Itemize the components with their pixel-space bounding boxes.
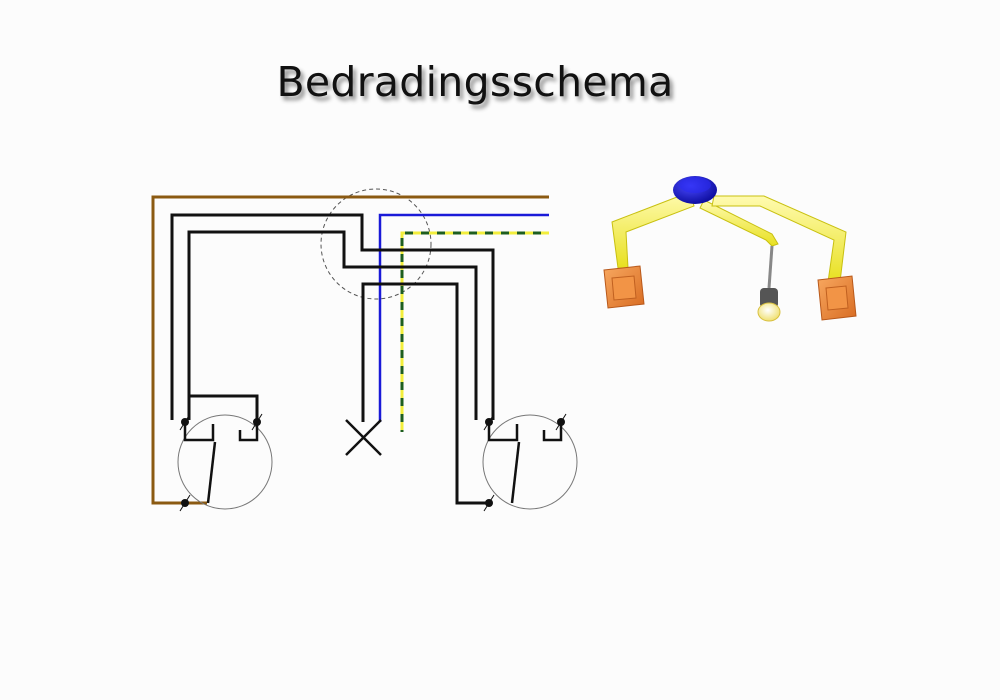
conduit-left	[611, 191, 695, 269]
page-title: Bedradingsschema	[276, 58, 674, 106]
traveller-wire-2	[187, 230, 478, 420]
two-way-switch-icon	[177, 413, 273, 512]
lamp-socket	[760, 288, 778, 308]
junction-box-outline	[320, 188, 432, 300]
switch-box-left	[603, 265, 645, 309]
installation-illustration	[603, 176, 857, 322]
cross-x-icon	[345, 419, 382, 456]
traveller-wire-1	[170, 213, 495, 420]
lamp-switch-wire	[361, 282, 487, 505]
switch-box-right	[817, 275, 857, 321]
lamp-cord	[767, 245, 774, 289]
phase-wire	[151, 195, 549, 505]
earth-wire-yellow	[400, 231, 549, 432]
conduit-right	[711, 195, 847, 283]
light-bulb-icon	[757, 302, 781, 322]
junction-box-icon	[673, 176, 717, 204]
switch-return-left	[189, 394, 259, 420]
neutral-wire	[378, 213, 549, 422]
two-way-switch-icon	[482, 413, 578, 512]
